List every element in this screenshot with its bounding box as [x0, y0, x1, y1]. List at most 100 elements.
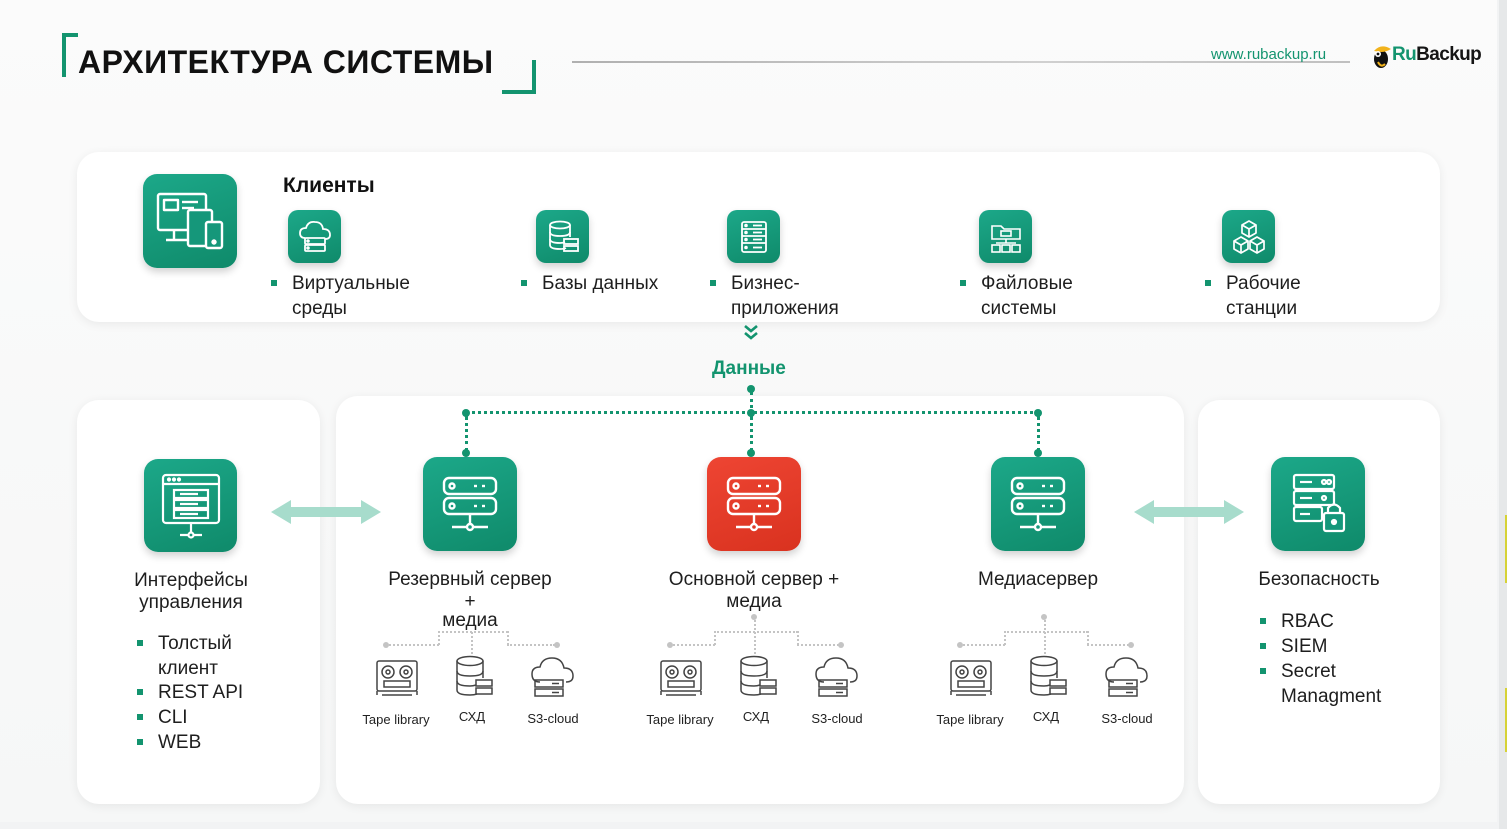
client-db-tile [536, 210, 589, 263]
slide-edge [1499, 0, 1507, 829]
server-icon [1010, 476, 1066, 532]
server-rack-icon [740, 220, 767, 253]
storage-database-icon [456, 655, 493, 696]
s3-cloud-icon [1105, 657, 1148, 697]
storage-connector-line [797, 631, 799, 645]
connector-dot [747, 385, 755, 393]
data-label: Данные [712, 358, 786, 379]
storage-connector-line [1087, 631, 1089, 645]
shd-label: СХД [742, 709, 770, 724]
storage-connector-line [754, 620, 756, 654]
client-business-tile [727, 210, 780, 263]
management-item-rest-api: REST API [137, 680, 243, 705]
connector-dot [462, 449, 470, 457]
double-chevron-down-icon [744, 325, 758, 340]
connector-line [750, 392, 753, 414]
main-server-tile [707, 457, 801, 551]
storage-connector-dot [554, 642, 560, 648]
storage-connector-dot [751, 614, 757, 620]
tape-library-icon [950, 660, 992, 696]
storage-connector-dot [1128, 642, 1134, 648]
s3-cloud-icon [531, 657, 574, 697]
storage-connector-line [507, 644, 555, 646]
storage-connector-line [438, 631, 440, 645]
header-divider [572, 61, 1350, 63]
management-console-icon [161, 473, 220, 539]
tape-library-label: Tape library [646, 712, 714, 727]
shd-label: СХД [458, 709, 486, 724]
media-server-tile [991, 457, 1085, 551]
storage-connector-dot [838, 642, 844, 648]
page-title: АРХИТЕКТУРА СИСТЕМЫ [78, 44, 494, 80]
storage-database-icon [740, 655, 777, 696]
server-icon [442, 476, 498, 532]
client-db-label: Базы данных [521, 271, 658, 296]
security-item-siem: SIEM [1260, 634, 1327, 659]
storage-connector-line [1044, 620, 1046, 654]
storage-database-icon [1030, 655, 1067, 696]
management-item-web: WEB [137, 730, 201, 755]
storage-connector-line [673, 644, 715, 646]
storage-connector-dot [667, 642, 673, 648]
backup-server-label-media: медиа [442, 610, 498, 631]
title-bracket-bottom-right [502, 60, 536, 94]
storage-connector-line [963, 644, 1005, 646]
client-business-label: Бизнес-приложения [710, 271, 839, 321]
tape-library-icon [660, 660, 702, 696]
connector-line [1037, 416, 1040, 452]
tape-library-icon [376, 660, 418, 696]
storage-connector-line [1087, 644, 1129, 646]
storage-connector-line [471, 632, 473, 654]
shd-label: СХД [1032, 709, 1060, 724]
website-link[interactable]: www.rubackup.ru [1211, 46, 1327, 63]
storage-connector-line [1004, 631, 1006, 645]
s3-cloud-label: S3-cloud [811, 711, 863, 726]
security-item-rbac: RBAC [1260, 609, 1334, 634]
clients-devices-icon [143, 174, 237, 268]
storage-connector-dot [383, 642, 389, 648]
management-item-cli: CLI [137, 705, 188, 730]
client-workstation-tile [1222, 210, 1275, 263]
server-lock-icon [1292, 473, 1346, 533]
backup-server-tile [423, 457, 517, 551]
backup-server-label: Резервный сервер+ [388, 569, 552, 612]
storage-connector-line [438, 631, 508, 633]
security-tile [1271, 457, 1365, 551]
storage-connector-line [714, 631, 798, 633]
cubes-icon [1232, 219, 1265, 254]
server-icon [726, 476, 782, 532]
s3-cloud-label: S3-cloud [527, 711, 579, 726]
file-folder-icon [990, 224, 1021, 253]
connector-dot [1034, 409, 1042, 417]
client-fs-tile [979, 210, 1032, 263]
security-title: Безопасность [1258, 569, 1380, 590]
rubackup-logo-text: RuBackup [1392, 44, 1482, 65]
main-server-label: Основной сервер +медиа [668, 569, 840, 612]
connector-dot [747, 449, 755, 457]
storage-connector-line [507, 631, 509, 645]
connector-dot [1034, 449, 1042, 457]
s3-cloud-icon [815, 657, 858, 697]
storage-connector-dot [1041, 614, 1047, 620]
double-arrow-left-icon [271, 500, 381, 524]
storage-connector-line [389, 644, 439, 646]
connector-dot [747, 409, 755, 417]
double-arrow-right-icon [1134, 500, 1244, 524]
management-tile [144, 459, 237, 552]
connector-dot [462, 409, 470, 417]
storage-connector-dot [957, 642, 963, 648]
toucan-logo-icon [1374, 46, 1391, 68]
media-server-label: Медиасервер [977, 569, 1099, 590]
client-virtual-tile [288, 210, 341, 263]
cloud-server-icon [298, 220, 331, 252]
connector-line [750, 416, 753, 452]
title-bracket-top-left [62, 33, 78, 77]
database-icon [548, 220, 579, 252]
s3-cloud-label: S3-cloud [1101, 711, 1153, 726]
storage-connector-line [1004, 631, 1088, 633]
